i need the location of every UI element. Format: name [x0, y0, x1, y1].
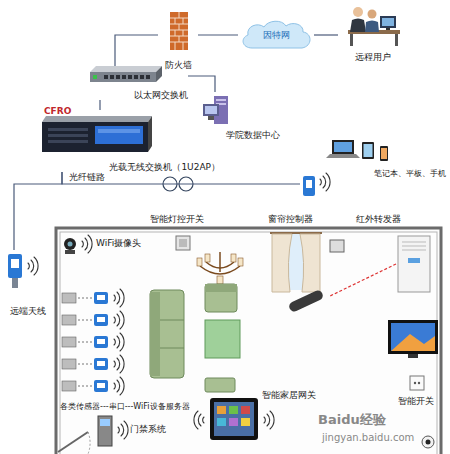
connector-line [99, 100, 100, 110]
device-label: 红外转发器 [356, 214, 401, 224]
internet-cloud: 因特网 [238, 18, 314, 52]
sensor-group-icon [62, 289, 124, 395]
node-label: 以太网交换机 [134, 90, 188, 100]
device-label: 智能开关 [398, 396, 434, 406]
mobile-devices: 笔记本、平板、手机 [300, 136, 446, 198]
node-label: 学院数据中心 [226, 130, 280, 140]
data-center: 学院数据中心 [200, 92, 280, 140]
node-label: 笔记本、平板、手机 [374, 169, 446, 178]
remote-antenna: 远端天线 [4, 250, 52, 316]
firewall: 防火墙 [158, 10, 198, 70]
device-label: 智能家居网关 [262, 390, 316, 400]
node-label: 防火墙 [165, 60, 192, 70]
ethernet-switch: 以太网交换机 [88, 66, 188, 100]
firewall-icon [170, 12, 188, 50]
connector-line [14, 172, 62, 250]
wifi-camera-icon [64, 235, 434, 448]
node-label: 远端天线 [10, 306, 46, 316]
remote-user: 远程用户 [338, 4, 408, 62]
logo-text: CFRO [44, 106, 71, 116]
node-label: 光载无线交换机（1U2AP） [109, 162, 220, 172]
fiber-switch-icon [42, 116, 152, 152]
device-label: WiFi摄像头 [96, 238, 141, 248]
connector-line [62, 172, 300, 184]
connector-line [314, 34, 338, 35]
gateway-tablet-icon [194, 398, 274, 440]
remote-user-icon [348, 7, 400, 46]
house-floor-plan [56, 228, 441, 454]
ethernet-switch-icon [90, 66, 162, 82]
connector-line [115, 35, 158, 66]
edge-label: 光纤链路 [68, 172, 106, 182]
device-label: 各类传感器---串口---WiFi设备服务器 [60, 402, 190, 411]
curtain-icon [270, 233, 344, 292]
smart-switch-icon [410, 376, 424, 390]
watermark: Baidu经验 [318, 413, 386, 428]
node-label: 远程用户 [355, 52, 391, 62]
device-label: 门禁系统 [130, 424, 166, 434]
connector-line [188, 76, 215, 92]
data-center-icon [203, 96, 228, 124]
tv-icon [388, 320, 438, 358]
fiber-wireless-switch: 光载无线交换机（1U2AP） [38, 110, 220, 172]
furniture [150, 284, 240, 392]
watermark: jingyan.baidu.com [322, 432, 414, 444]
node-label: 因特网 [263, 30, 290, 40]
access-control-icon [98, 416, 128, 446]
light-switch-icon [176, 236, 190, 250]
air-conditioner-icon [288, 236, 430, 313]
chandelier-icon [197, 252, 243, 284]
device-label: 窗帘控制器 [268, 214, 313, 224]
device-label: 智能灯控开关 [150, 214, 204, 224]
connector-line [198, 34, 238, 35]
mobile-devices-icon [326, 140, 388, 161]
